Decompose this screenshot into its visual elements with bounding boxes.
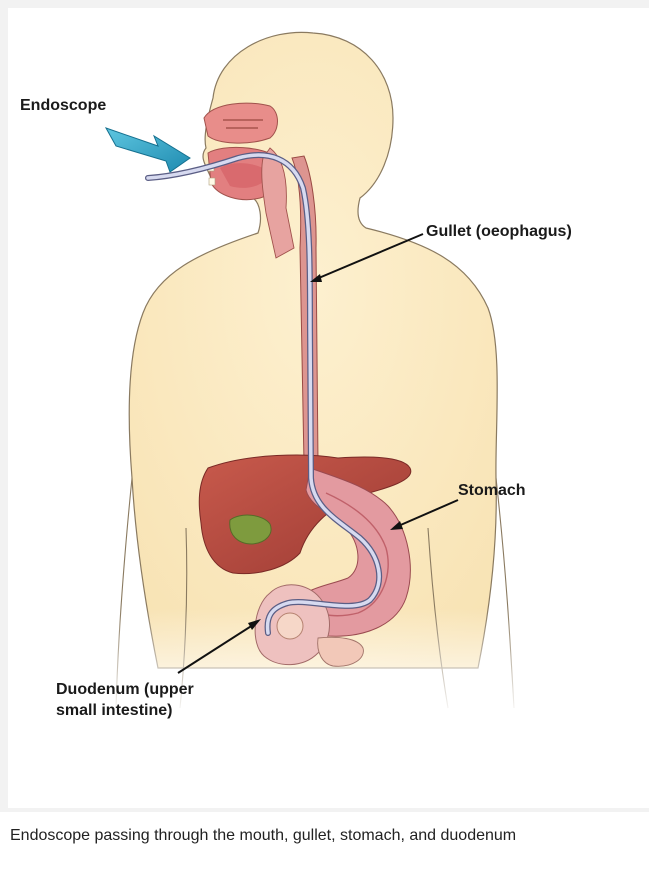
teeth-lower	[209, 178, 215, 185]
diagram-panel: Endoscope Gullet (oeophagus) Stomach Duo…	[8, 8, 649, 808]
figure-caption: Endoscope passing through the mouth, gul…	[10, 826, 630, 846]
label-stomach: Stomach	[458, 481, 526, 501]
nasal-cavity	[204, 103, 278, 143]
label-gullet: Gullet (oeophagus)	[426, 222, 572, 242]
label-endoscope: Endoscope	[20, 96, 106, 116]
duodenum-detail	[277, 613, 303, 639]
caption-panel: Endoscope passing through the mouth, gul…	[0, 812, 649, 878]
pancreas	[318, 637, 364, 666]
label-duodenum-line1: Duodenum (upper	[56, 680, 194, 700]
blue-arrow-icon	[106, 128, 190, 172]
label-duodenum-line2: small intestine)	[56, 701, 172, 721]
